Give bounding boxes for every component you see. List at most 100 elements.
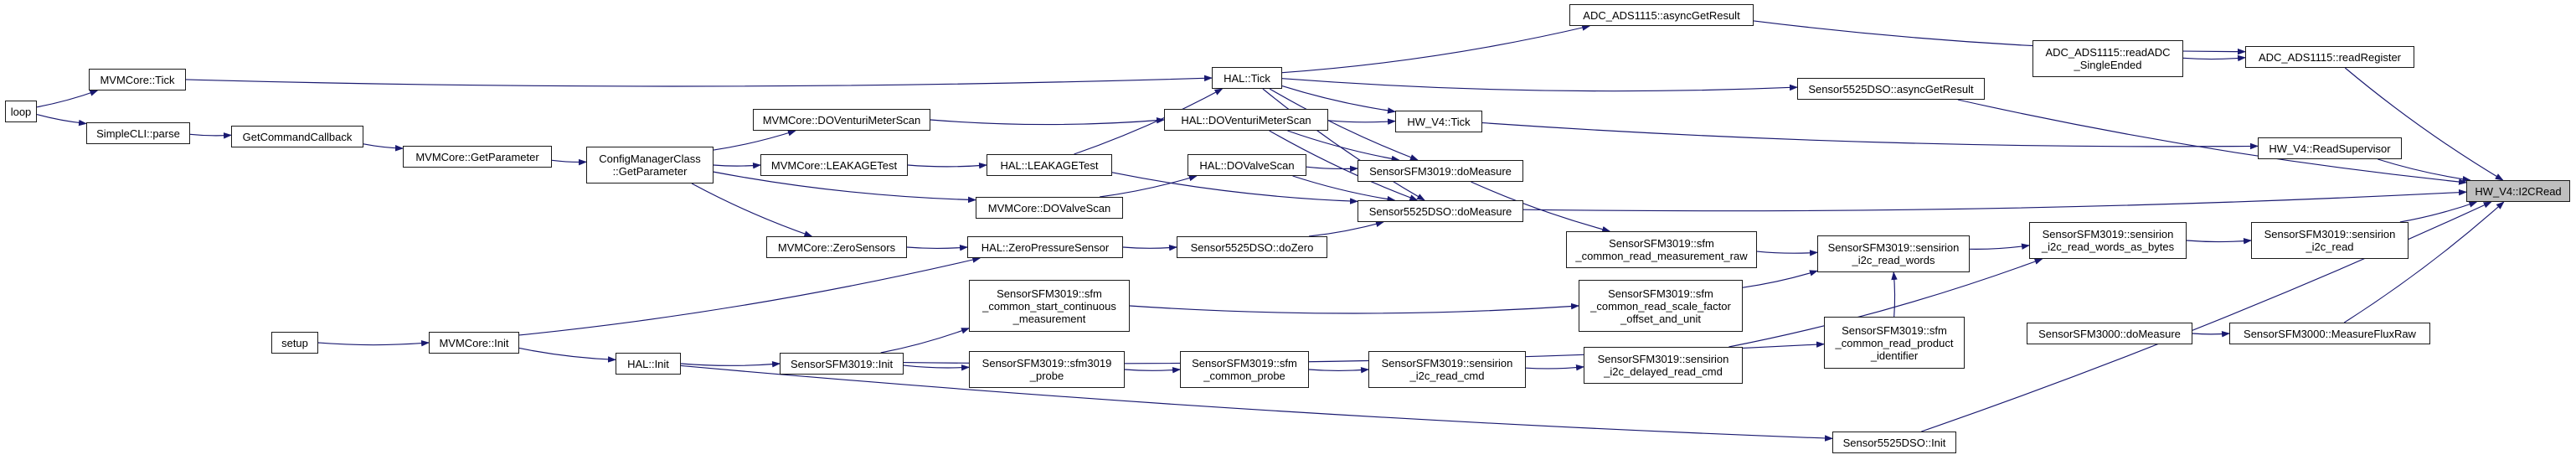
call-edge-hal_tick--adc_ads1115_asyncgetresult: [1281, 24, 1591, 74]
graph-node-hal_tick[interactable]: HAL::Tick: [1212, 67, 1282, 89]
call-edge-configmanager_getparameter--mvmcore_leakagetest: [713, 162, 761, 169]
call-edge-sfm_common_read_measurement_raw--sensirion_i2c_read_words: [1756, 250, 1818, 256]
graph-node-label: _SingleEnded: [2074, 59, 2142, 71]
graph-node-label: HAL::Init: [627, 357, 669, 370]
graph-node-label: MVMCore::Init: [439, 336, 509, 349]
graph-node-label: SensorSFM3019::sensirion: [2042, 228, 2174, 240]
graph-node-sfm3019_probe[interactable]: SensorSFM3019::sfm3019_probe: [969, 351, 1125, 388]
graph-node-sfm_common_start_continuous_measurement[interactable]: SensorSFM3019::sfm_common_start_continuo…: [969, 280, 1130, 332]
graph-node-mvmcore_dovalvescan[interactable]: MVMCore::DOValveScan: [976, 197, 1123, 219]
graph-node-sensorsfm3019_domeasure[interactable]: SensorSFM3019::doMeasure: [1358, 160, 1523, 182]
graph-node-hal_doventurimeterscan[interactable]: HAL::DOVenturiMeterScan: [1164, 109, 1328, 131]
graph-node-hal_leakagetest[interactable]: HAL::LEAKAGETest: [987, 154, 1112, 176]
graph-node-hal_dovalvescan[interactable]: HAL::DOValveScan: [1188, 154, 1306, 176]
call-edge-configmanager_getparameter--mvmcore_zerosensors: [691, 183, 813, 237]
graph-node-sensirion_i2c_delayed_read_cmd[interactable]: SensorSFM3019::sensirion_i2c_delayed_rea…: [1584, 347, 1743, 384]
call-edge-sfm_common_read_product_identifier--sensirion_i2c_read_words: [1891, 271, 1898, 318]
call-edge-hw_v4_tick--hw_v4_readsupervisor: [1481, 121, 2259, 150]
graph-node-label: Sensor5525DSO::Init: [1842, 436, 1946, 449]
call-edge-sensirion_i2c_read_cmd--sensirion_i2c_delayed_read_cmd: [1525, 364, 1584, 371]
graph-node-sfm_common_read_scale_factor_offset_and_unit[interactable]: SensorSFM3019::sfm_common_read_scale_fac…: [1579, 280, 1743, 332]
graph-node-label: HAL::ZeroPressureSensor: [981, 240, 1110, 254]
graph-node-mvmcore_init[interactable]: MVMCore::Init: [429, 332, 519, 354]
graph-node-sensorsfm3000_measurefluxraw[interactable]: SensorSFM3000::MeasureFluxRaw: [2229, 323, 2430, 344]
graph-node-sensor5525dso_init[interactable]: Sensor5525DSO::Init: [1832, 432, 1956, 453]
graph-node-sensirion_i2c_read_words[interactable]: SensorSFM3019::sensirion_i2c_read_words: [1817, 235, 1970, 272]
call-edge-mvmcore_init--hal_init: [518, 347, 616, 363]
graph-node-label: ::GetParameter: [612, 165, 688, 178]
call-edge-mvmcore_dovalvescan--hal_dovalvescan: [1100, 175, 1198, 198]
graph-node-label: _common_probe: [1203, 370, 1285, 382]
call-edge-sensor5525dso_asyncgetresult--hw_v4_i2cread: [1957, 99, 2467, 185]
call-edge-hal_tick--sensor5525dso_asyncgetresult: [1281, 78, 1798, 92]
graph-node-label: SensorSFM3000::doMeasure: [2038, 327, 2181, 340]
graph-node-label: HAL::Tick: [1224, 71, 1270, 85]
graph-node-label: SensorSFM3019::sfm: [1192, 357, 1297, 370]
graph-node-sfm_common_probe[interactable]: SensorSFM3019::sfm_common_probe: [1180, 351, 1309, 388]
graph-node-sensorsfm3019_init[interactable]: SensorSFM3019::Init: [780, 353, 904, 375]
graph-node-label: SensorSFM3019::sensirion: [2264, 228, 2396, 240]
graph-node-label: _i2c_read_cmd: [1409, 370, 1485, 382]
graph-node-sensirion_i2c_read[interactable]: SensorSFM3019::sensirion_i2c_read: [2251, 222, 2409, 259]
graph-node-mvmcore_leakagetest[interactable]: MVMCore::LEAKAGETest: [760, 154, 908, 176]
graph-node-sensirion_i2c_read_cmd[interactable]: SensorSFM3019::sensirion_i2c_read_cmd: [1368, 351, 1526, 388]
graph-node-sfm_common_read_product_identifier[interactable]: SensorSFM3019::sfm_common_read_product_i…: [1824, 317, 1965, 369]
call-edge-sfm_common_start_continuous_measurement--sfm_common_read_scale_factor_offset_and_unit: [1129, 302, 1579, 314]
call-edge-mvmcore_init--hal_zeropressuresensor: [518, 256, 981, 336]
graph-node-label: setup: [281, 336, 308, 349]
graph-node-label: MVMCore::DOVenturiMeterScan: [762, 113, 921, 127]
call-edge-sensorsfm3019_init--sfm_common_start_continuous_measurement: [880, 328, 970, 354]
graph-node-adc_ads1115_asyncgetresult[interactable]: ADC_ADS1115::asyncGetResult: [1569, 4, 1754, 26]
graph-node-label: SensorSFM3019::sensirion: [1381, 357, 1513, 370]
graph-node-sensor5525dso_domeasure[interactable]: Sensor5525DSO::doMeasure: [1358, 200, 1523, 222]
graph-node-label: HAL::DOVenturiMeterScan: [1181, 113, 1311, 127]
graph-node-label: SensorSFM3019::sensirion: [1597, 353, 1729, 365]
graph-node-configmanager_getparameter[interactable]: ConfigManagerClass::GetParameter: [586, 147, 714, 183]
graph-node-sfm_common_read_measurement_raw[interactable]: SensorSFM3019::sfm_common_read_measureme…: [1566, 231, 1757, 268]
graph-node-label: SensorSFM3019::sfm3019: [981, 357, 1112, 370]
graph-node-mvmcore_getparameter[interactable]: MVMCore::GetParameter: [403, 146, 552, 168]
call-edge-hal_leakagetest--hal_tick: [1074, 88, 1224, 155]
graph-node-sensor5525dso_asyncgetresult[interactable]: Sensor5525DSO::asyncGetResult: [1797, 78, 1985, 100]
graph-node-getcommandcallback[interactable]: GetCommandCallback: [231, 126, 363, 147]
call-edge-hal_init--sensor5525dso_init: [680, 364, 1833, 442]
call-edge-sensorsfm3000_measurefluxraw--hw_v4_i2cread: [2343, 201, 2505, 323]
graph-node-label: SensorSFM3019::doMeasure: [1369, 164, 1512, 178]
graph-node-setup[interactable]: setup: [271, 332, 318, 354]
graph-node-hal_init[interactable]: HAL::Init: [616, 353, 681, 375]
graph-node-sensorsfm3000_domeasure[interactable]: SensorSFM3000::doMeasure: [2027, 323, 2192, 344]
graph-node-sensor5525dso_dozero[interactable]: Sensor5525DSO::doZero: [1177, 236, 1327, 258]
call-edge-sensorsfm3019_init--sfm3019_probe: [903, 364, 970, 371]
call-edge-hal_doventurimeterscan--sensorsfm3019_domeasure: [1287, 130, 1400, 163]
graph-node-label: SimpleCLI::parse: [96, 127, 180, 140]
graph-node-hw_v4_tick[interactable]: HW_V4::Tick: [1395, 111, 1482, 132]
graph-node-mvmcore_tick[interactable]: MVMCore::Tick: [89, 69, 186, 90]
graph-node-label: Sensor5525DSO::doZero: [1190, 240, 1314, 254]
graph-node-hw_v4_readsupervisor[interactable]: HW_V4::ReadSupervisor: [2258, 137, 2402, 159]
call-edge-sensirion_i2c_read--hw_v4_i2cread: [2399, 201, 2478, 223]
call-edge-sensor5525dso_init--hw_v4_i2cread: [1921, 201, 2492, 432]
edges-group: [36, 20, 2505, 442]
graph-node-label: _offset_and_unit: [1620, 312, 1701, 325]
graph-node-hw_v4_i2cread[interactable]: HW_V4::I2CRead: [2466, 180, 2570, 202]
graph-node-label: MVMCore::LEAKAGETest: [770, 158, 898, 172]
graph-node-hal_zeropressuresensor[interactable]: HAL::ZeroPressureSensor: [967, 236, 1123, 258]
graph-node-label: HW_V4::ReadSupervisor: [2269, 142, 2391, 155]
call-edge-getcommandcallback--mvmcore_getparameter: [363, 143, 404, 152]
call-edge-hal_init--sensorsfm3019_init: [680, 360, 781, 368]
call-edge-hw_v4_readsupervisor--hw_v4_i2cread: [2378, 158, 2471, 183]
graph-node-mvmcore_doventurimeterscan[interactable]: MVMCore::DOVenturiMeterScan: [753, 109, 930, 131]
graph-node-sensirion_i2c_read_words_as_bytes[interactable]: SensorSFM3019::sensirion_i2c_read_words_…: [2029, 222, 2187, 259]
graph-node-loop[interactable]: loop: [5, 101, 37, 122]
graph-node-label: MVMCore::GetParameter: [415, 150, 539, 163]
graph-node-adc_ads1115_readadc_singleended[interactable]: ADC_ADS1115::readADC_SingleEnded: [2032, 40, 2183, 77]
graph-node-adc_ads1115_readregister[interactable]: ADC_ADS1115::readRegister: [2245, 46, 2414, 68]
call-edge-sfm_common_read_scale_factor_offset_and_unit--sensirion_i2c_read_words: [1742, 270, 1818, 288]
call-edge-sensirion_i2c_read_words_as_bytes--sensirion_i2c_read: [2186, 237, 2252, 245]
graph-node-simplecli_parse[interactable]: SimpleCLI::parse: [86, 122, 190, 144]
graph-node-label: ADC_ADS1115::readADC: [2045, 46, 2171, 59]
graph-node-label: HW_V4::Tick: [1407, 115, 1471, 128]
graph-node-mvmcore_zerosensors[interactable]: MVMCore::ZeroSensors: [766, 236, 907, 258]
call-edge-mvmcore_doventurimeterscan--hal_doventurimeterscan: [930, 116, 1165, 126]
